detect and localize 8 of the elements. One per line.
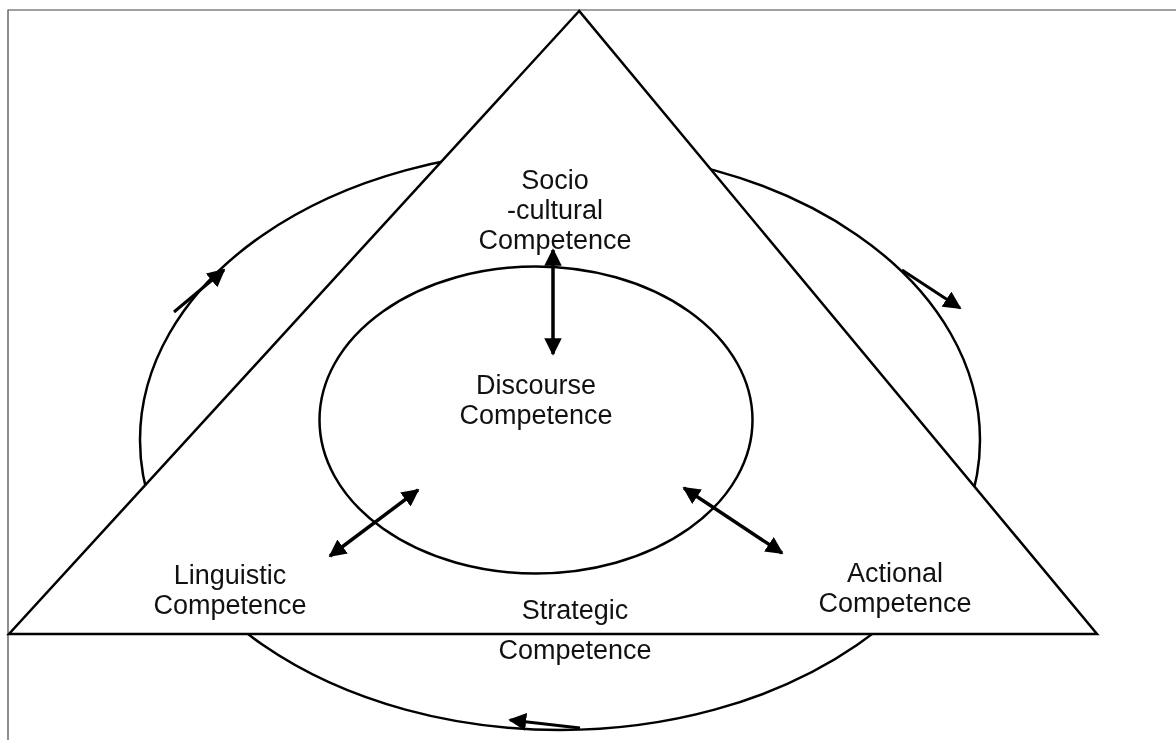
text-label: Actional Competence (790, 558, 1000, 618)
double-arrow (682, 486, 784, 555)
text-label: Strategic Competence (455, 590, 695, 666)
double-arrow (328, 488, 420, 558)
text-label: Socio -cultural Competence (470, 165, 640, 255)
double-arrow (544, 248, 562, 356)
text-label: Discourse Competence (458, 370, 614, 430)
text-label: Linguistic Competence (130, 560, 330, 620)
